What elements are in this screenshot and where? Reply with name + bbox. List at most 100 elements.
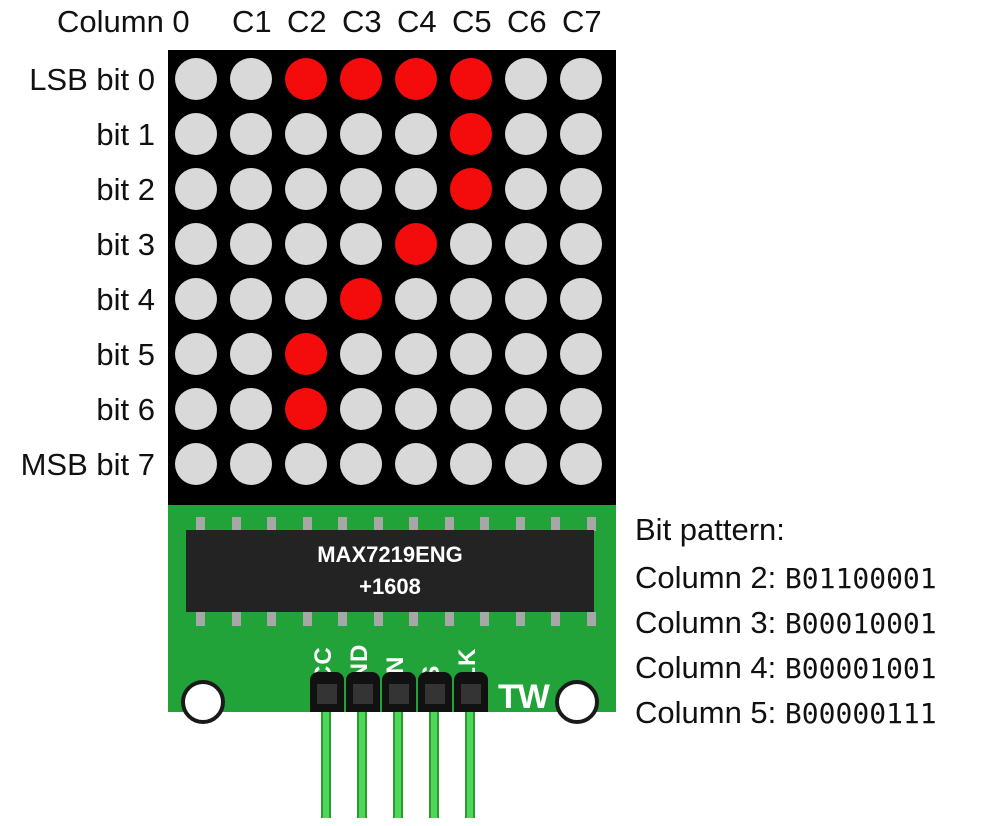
led-c2-b5 <box>285 333 327 375</box>
wire-gnd <box>357 712 367 818</box>
led-c1-b2 <box>230 168 272 210</box>
chip-pin <box>302 517 312 531</box>
led-c7-b0 <box>560 58 602 100</box>
led-c3-b4 <box>340 278 382 320</box>
chip-pin <box>444 517 454 531</box>
row-label-5: bit 5 <box>96 337 155 372</box>
led-c4-b2 <box>395 168 437 210</box>
led-c5-b5 <box>450 333 492 375</box>
chip-pin <box>480 612 489 626</box>
header-pin-clk <box>454 672 488 712</box>
led-c4-b4 <box>395 278 437 320</box>
led-c2-b7 <box>285 443 327 485</box>
chip-pin <box>196 517 205 531</box>
led-c4-b0 <box>395 58 437 100</box>
led-c7-b3 <box>560 223 602 265</box>
mounting-hole-right <box>555 680 599 724</box>
led-c7-b5 <box>560 333 602 375</box>
row-label-1: bit 1 <box>96 117 155 152</box>
chip-pin <box>586 517 596 531</box>
led-c4-b3 <box>395 223 437 265</box>
row-label-6: bit 6 <box>96 392 155 427</box>
led-c1-b4 <box>230 278 272 320</box>
led-c5-b3 <box>450 223 492 265</box>
led-c0-b5 <box>175 333 217 375</box>
led-c5-b1 <box>450 113 492 155</box>
column-label-5: C5 <box>452 4 492 39</box>
chip-pin <box>409 612 418 626</box>
chip-pin <box>338 612 347 626</box>
chip-pin <box>515 612 525 626</box>
chip-pin <box>267 612 276 626</box>
led-c3-b0 <box>340 58 382 100</box>
header-pin-vcc <box>310 672 344 712</box>
bit-pattern-row: Column 4: B00001001 <box>635 652 937 684</box>
chip-pin <box>480 517 489 531</box>
led-c1-b6 <box>230 388 272 430</box>
chip-pin <box>267 517 276 531</box>
chip-pin <box>231 612 241 626</box>
wire-din <box>393 712 403 818</box>
wire-vcc <box>321 712 331 818</box>
row-label-2: bit 2 <box>96 172 155 207</box>
wire-cs <box>429 712 439 818</box>
led-c0-b6 <box>175 388 217 430</box>
led-c3-b2 <box>340 168 382 210</box>
led-c6-b1 <box>505 113 547 155</box>
led-c6-b3 <box>505 223 547 265</box>
bit-pattern-row: Column 2: B01100001 <box>635 562 937 594</box>
column-label-1: C1 <box>232 4 272 39</box>
led-matrix <box>168 50 616 506</box>
bit-pattern-heading: Bit pattern: <box>635 512 785 547</box>
bit-pattern-value: B01100001 <box>784 562 937 595</box>
led-c2-b0 <box>285 58 327 100</box>
tw-logo: TW <box>498 678 550 716</box>
chip-label-line2: +1608 <box>359 574 421 599</box>
led-c5-b0 <box>450 58 492 100</box>
led-c1-b7 <box>230 443 272 485</box>
chip-pin <box>338 517 347 531</box>
led-c4-b1 <box>395 113 437 155</box>
led-c0-b1 <box>175 113 217 155</box>
bit-pattern-row: Column 5: B00000111 <box>635 697 937 729</box>
led-c7-b1 <box>560 113 602 155</box>
bit-pattern-label: Column 3: <box>635 605 777 640</box>
row-label-4: bit 4 <box>96 282 155 317</box>
led-c6-b0 <box>505 58 547 100</box>
chip-pin <box>373 612 383 626</box>
led-c7-b2 <box>560 168 602 210</box>
led-c2-b1 <box>285 113 327 155</box>
led-c0-b3 <box>175 223 217 265</box>
bit-pattern-value: B00010001 <box>784 607 937 640</box>
header-pin-cs <box>418 672 452 712</box>
led-c0-b2 <box>175 168 217 210</box>
led-c4-b6 <box>395 388 437 430</box>
chip-pin <box>409 517 418 531</box>
mounting-hole-left <box>181 680 225 724</box>
led-c6-b2 <box>505 168 547 210</box>
led-c5-b4 <box>450 278 492 320</box>
led-c0-b4 <box>175 278 217 320</box>
chip-pin <box>196 612 205 626</box>
chip-pin <box>444 612 454 626</box>
bit-pattern-label: Column 5: <box>635 695 777 730</box>
led-c4-b5 <box>395 333 437 375</box>
column-label-6: C6 <box>507 4 547 39</box>
led-c7-b6 <box>560 388 602 430</box>
column-label-7: C7 <box>562 4 602 39</box>
led-c2-b6 <box>285 388 327 430</box>
chip-pin <box>231 517 241 531</box>
led-c6-b7 <box>505 443 547 485</box>
row-label-7: MSB bit 7 <box>20 447 155 482</box>
chip-label-line1: MAX7219ENG <box>317 542 463 567</box>
chip-pin <box>515 517 525 531</box>
led-c6-b4 <box>505 278 547 320</box>
led-c6-b5 <box>505 333 547 375</box>
led-c1-b1 <box>230 113 272 155</box>
chip-pin <box>551 612 560 626</box>
wire-clk <box>465 712 475 818</box>
led-c1-b5 <box>230 333 272 375</box>
led-c3-b7 <box>340 443 382 485</box>
led-c3-b5 <box>340 333 382 375</box>
row-label-0: LSB bit 0 <box>29 62 155 97</box>
